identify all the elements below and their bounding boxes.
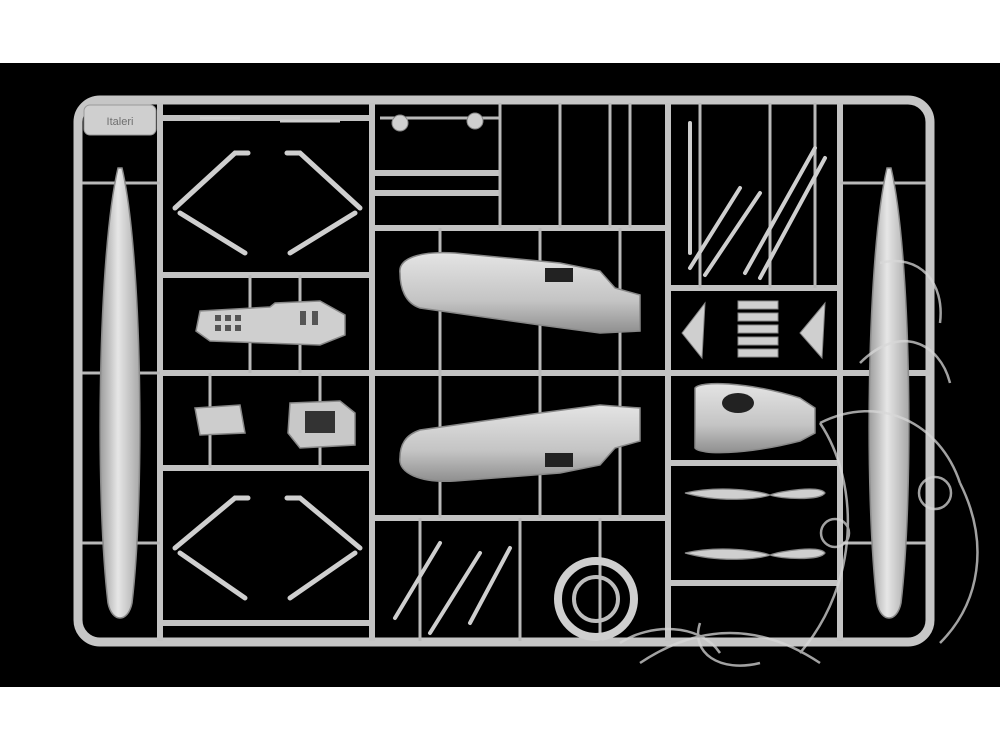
cockpit-floor-part: [195, 300, 346, 346]
sprue-tab-label: Italeri: [107, 116, 134, 128]
right-float-part: [868, 167, 910, 619]
cockpit-opening-upper: [545, 268, 573, 282]
cowling-opening: [722, 393, 754, 413]
fuselage-half-upper: [399, 251, 641, 334]
fuselage-half-lower: [399, 404, 641, 482]
bulkhead-opening: [305, 411, 335, 433]
engine-ring-inner: [572, 575, 620, 623]
interplane-struts: [688, 121, 827, 280]
small-knob-part-1: [391, 114, 409, 132]
engine-ring-part: [554, 557, 638, 641]
propeller-part-1: [684, 488, 826, 500]
landing-gear-legs: [393, 541, 512, 635]
small-fin-left: [681, 301, 706, 360]
cockpit-opening-lower: [545, 453, 573, 467]
watermark-emblem: [619, 259, 979, 667]
engine-cylinders: [737, 300, 779, 358]
propeller-part-2: [684, 548, 826, 560]
small-knob-part-2: [466, 112, 484, 130]
seat-part: [194, 404, 246, 436]
cockpit-floor-detail: [215, 311, 318, 331]
sprue-photo: Italeri: [0, 63, 1000, 687]
sprue-illustration: Italeri: [0, 63, 1000, 687]
wing-struts-upper: [172, 150, 363, 256]
machine-gun-parts: [200, 116, 340, 123]
wing-struts-lower: [172, 495, 363, 601]
sprue-tab: [83, 104, 157, 136]
left-float-part: [99, 167, 141, 619]
small-fin-right: [799, 301, 826, 360]
